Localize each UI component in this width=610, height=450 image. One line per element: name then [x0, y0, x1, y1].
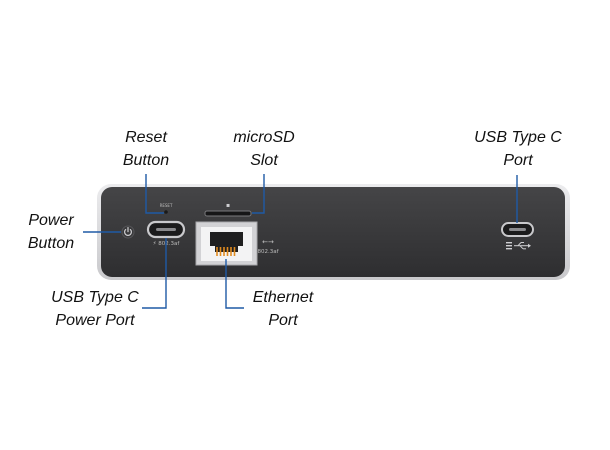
ethernet-port-callout: Ethernet Port — [240, 286, 326, 332]
callout-line-2: Button — [122, 152, 170, 169]
reset-pinhole[interactable] — [164, 210, 168, 214]
microsd-slot-callout: microSD Slot — [223, 126, 305, 172]
callout-line-2: Port — [268, 312, 298, 329]
callout-line-1: Power — [28, 212, 74, 229]
callout-line-1: microSD — [233, 129, 295, 146]
microsd-icon: ▪ — [226, 202, 230, 209]
usb-icon — [506, 242, 531, 250]
ethernet-contacts — [216, 247, 236, 256]
usb-power-port-callout: USB Type C Power Port — [40, 286, 150, 332]
power-button-callout: Power Button — [18, 209, 84, 255]
usb-power-callout-line — [142, 238, 167, 309]
ethernet-marking: 802.3af — [257, 249, 279, 255]
reset-marking: RESET — [160, 203, 173, 208]
callout-line-1: USB Type C — [474, 129, 562, 146]
callout-line-1: USB Type C — [51, 289, 139, 306]
ethernet-arrow-marking: ←→ — [262, 238, 274, 246]
callout-line-1: Ethernet — [252, 289, 314, 306]
callout-line-2: Port — [503, 152, 533, 169]
usb-c-port[interactable] — [501, 222, 534, 237]
callout-line-1: Reset — [125, 129, 167, 146]
usb-port-callout: USB Type C Port — [462, 126, 574, 172]
reset-callout-line — [145, 174, 164, 214]
ethernet-callout-line — [225, 259, 244, 309]
power-button[interactable] — [121, 225, 135, 239]
callout-line-2: Button — [27, 235, 75, 252]
power-icon — [124, 227, 132, 236]
reset-button-callout: Reset Button — [112, 126, 180, 172]
microsd-callout-line — [252, 174, 265, 214]
callout-line-2: Slot — [250, 152, 278, 169]
usb-c-power-port[interactable] — [146, 220, 186, 239]
callout-line-2: Power Port — [55, 312, 135, 329]
ethernet-port[interactable] — [195, 221, 258, 266]
microsd-slot[interactable] — [204, 210, 252, 217]
